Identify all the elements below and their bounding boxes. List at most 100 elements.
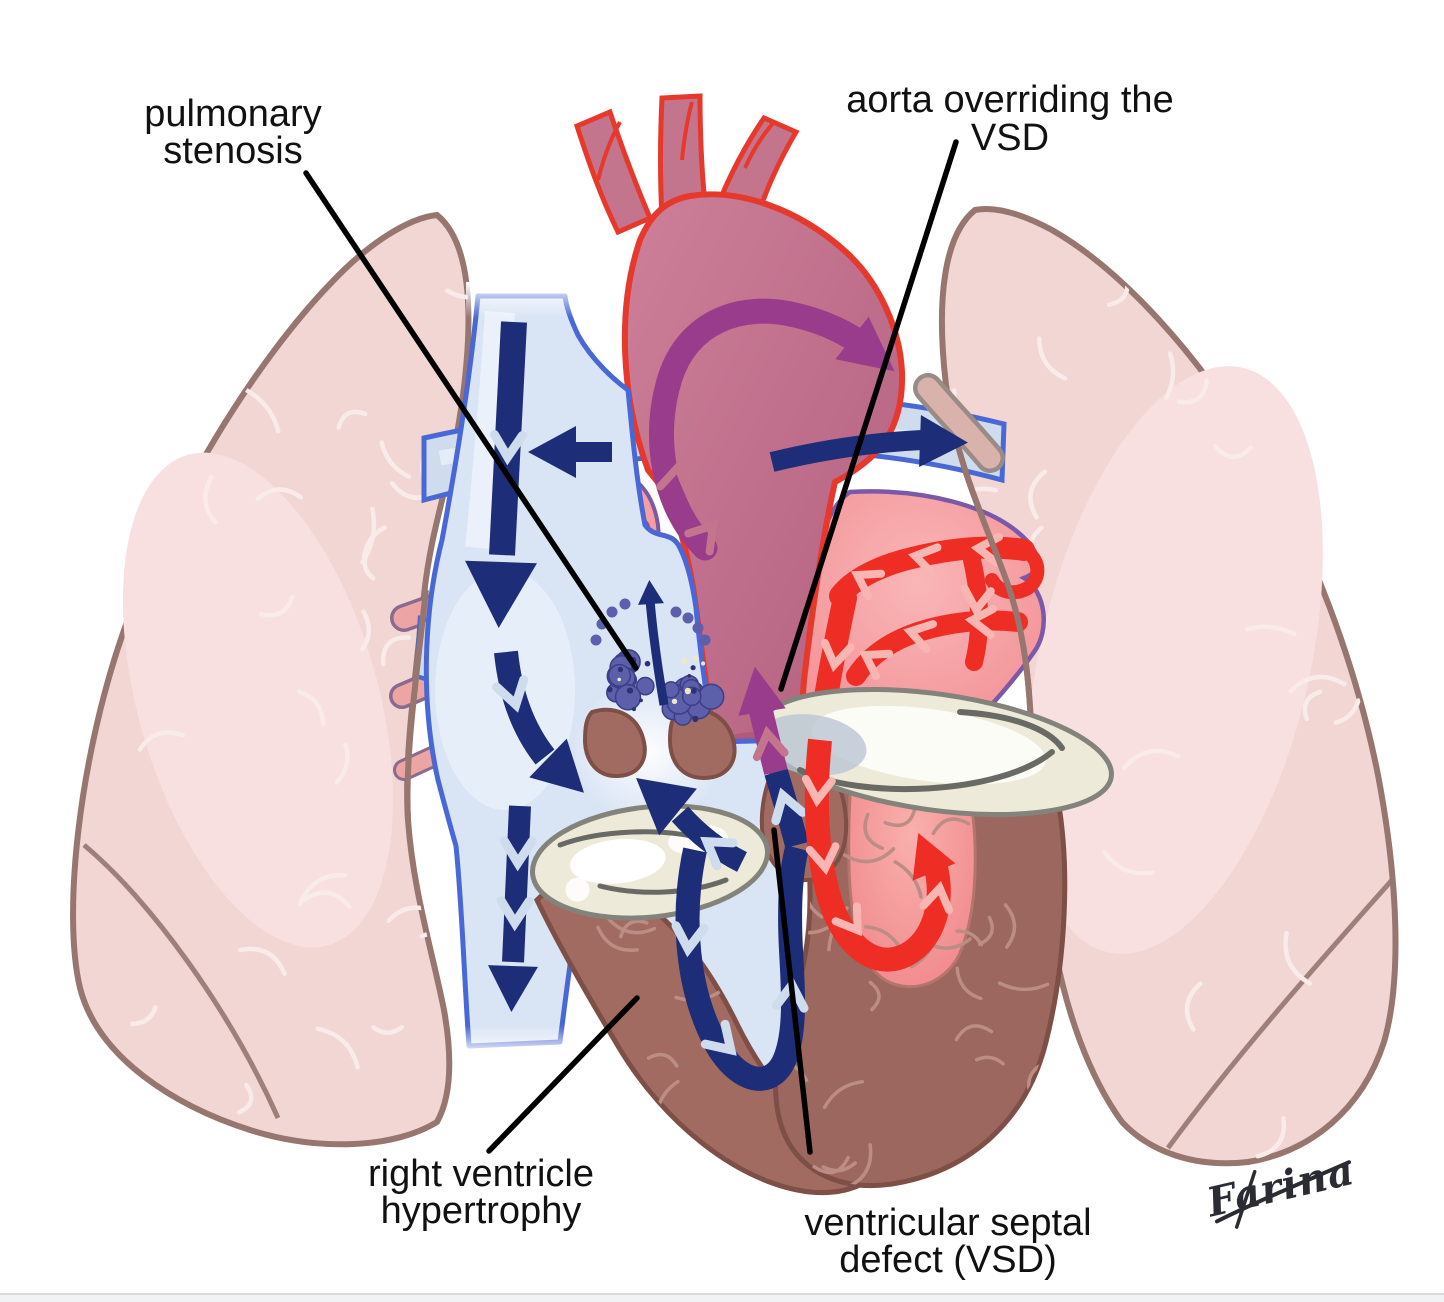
texture-stroke (1288, 674, 1347, 694)
leader-pulmonary-stenosis (303, 170, 639, 671)
left-lung-edge (404, 589, 429, 821)
texture-stroke (931, 817, 971, 836)
texture-stroke (974, 1055, 1005, 1066)
label-pulmonary-stenosis-line1: pulmonary (144, 93, 321, 135)
stenotic-pulmonary-valve (590, 598, 725, 726)
texture-stroke (955, 929, 984, 947)
label-rv-hypertrophy-line2: hypertrophy (381, 1190, 582, 1232)
texture-stroke (1102, 850, 1155, 876)
texture-stroke (1213, 443, 1253, 460)
texture-stroke (1333, 698, 1361, 725)
pulmonary-artery-flow-arrows (528, 415, 968, 478)
leader-aorta-overriding (778, 139, 959, 692)
texture-stroke (379, 440, 412, 479)
rv-outflow-arrow (636, 778, 748, 872)
label-aorta-overriding-line1: aorta overriding the (846, 79, 1173, 121)
texture-stroke (203, 474, 218, 525)
stenosis-speckle (639, 698, 643, 703)
texture-stroke (336, 409, 368, 430)
texture-stroke (334, 742, 350, 785)
stenosis-speckle (684, 687, 691, 695)
texture-stroke (812, 1155, 850, 1175)
ivc-flow-arrow (488, 805, 538, 1012)
stenosis-speckle (617, 666, 624, 673)
texture-stroke (1283, 930, 1313, 986)
stenosis-speckle (681, 658, 687, 664)
texture-stroke (932, 937, 972, 950)
texture-stroke (621, 1105, 644, 1162)
texture-stroke (360, 609, 371, 652)
texture-stroke (445, 288, 469, 300)
stenosis-bead (606, 606, 618, 618)
septal-band-right (667, 707, 737, 781)
label-pulmonary-stenosis-line2: stenosis (163, 130, 302, 172)
texture-stroke (997, 981, 1050, 992)
texture-stroke (822, 1079, 865, 1110)
leader-vsd (771, 827, 813, 1155)
stenosis-speckle (671, 698, 678, 705)
stenosis-speckle (701, 661, 706, 666)
texture-stroke (619, 919, 649, 939)
texture-stroke (296, 689, 326, 727)
stenosis-nodule (614, 684, 642, 711)
label-rv-hypertrophy-line1: right ventricle (368, 1153, 594, 1195)
aorta-flow-arrow (649, 298, 895, 561)
texture-stroke (243, 387, 281, 434)
texture-stroke (1176, 378, 1209, 405)
stenosis-nodule (698, 683, 725, 710)
left-lung (72, 215, 485, 1144)
stenosis-bead (682, 612, 694, 624)
leader-lines (303, 139, 959, 1155)
texture-stroke (864, 925, 901, 948)
texture-stroke (607, 917, 657, 935)
texture-stroke (258, 594, 295, 618)
texture-stroke (1164, 351, 1176, 401)
ra-flow-arrow (492, 650, 584, 793)
stenosis-bead (590, 634, 602, 646)
label-aorta-overriding-line2: VSD (971, 117, 1049, 159)
vsd-to-aorta-arrow (738, 666, 809, 849)
septal-band-left (582, 707, 647, 779)
texture-stroke (163, 402, 214, 414)
texture-stroke (863, 812, 885, 850)
texture-stroke (361, 525, 387, 560)
stenosis-speckle (632, 707, 636, 712)
texture-stroke (1122, 748, 1181, 771)
texture-stroke (1255, 1115, 1287, 1159)
stenosis-nodule (607, 663, 632, 687)
texture-stroke (144, 449, 186, 462)
stenosis-speckle (687, 674, 692, 678)
texture-stroke (1028, 469, 1048, 520)
texture-stroke (1183, 268, 1235, 289)
svc-cut-fade (466, 282, 576, 318)
right-lung-highlight (1027, 366, 1323, 954)
stenosis-bead (670, 606, 682, 618)
stenosis-speckle (626, 687, 634, 694)
texture-stroke (1003, 903, 1017, 949)
left-lung-highlight (122, 452, 394, 948)
label-vsd-line1: ventricular septal (804, 1202, 1091, 1244)
label-vsd-line2: defect (VSD) (839, 1239, 1057, 1281)
stenosis-nodule (635, 676, 655, 696)
texture-stroke (868, 980, 881, 1012)
labels: pulmonary stenosis aorta overriding the … (144, 79, 1173, 1281)
stenosis-speckle (692, 715, 699, 723)
stenosis-speckle (690, 665, 696, 671)
right-lung-fissure (1165, 878, 1394, 1150)
texture-stroke (1257, 315, 1275, 352)
texture-stroke (1311, 248, 1363, 279)
texture-stroke (596, 925, 639, 953)
left-lung-fissure (82, 843, 281, 1120)
texture-stroke (840, 1143, 873, 1186)
ligamentum-arteriosum-stub (913, 373, 1005, 473)
texture-stroke (137, 730, 185, 752)
stenosis-bead (699, 634, 711, 646)
ivc-cut-fade (455, 1026, 573, 1056)
stenosis-jet-arrow (638, 580, 669, 706)
stenosis-speckle (644, 660, 651, 667)
texture-stroke (315, 1026, 360, 1070)
texture-stroke (893, 860, 923, 899)
texture-stroke (236, 1082, 254, 1115)
stenosis-speckle (692, 656, 699, 662)
aorta (573, 93, 906, 759)
